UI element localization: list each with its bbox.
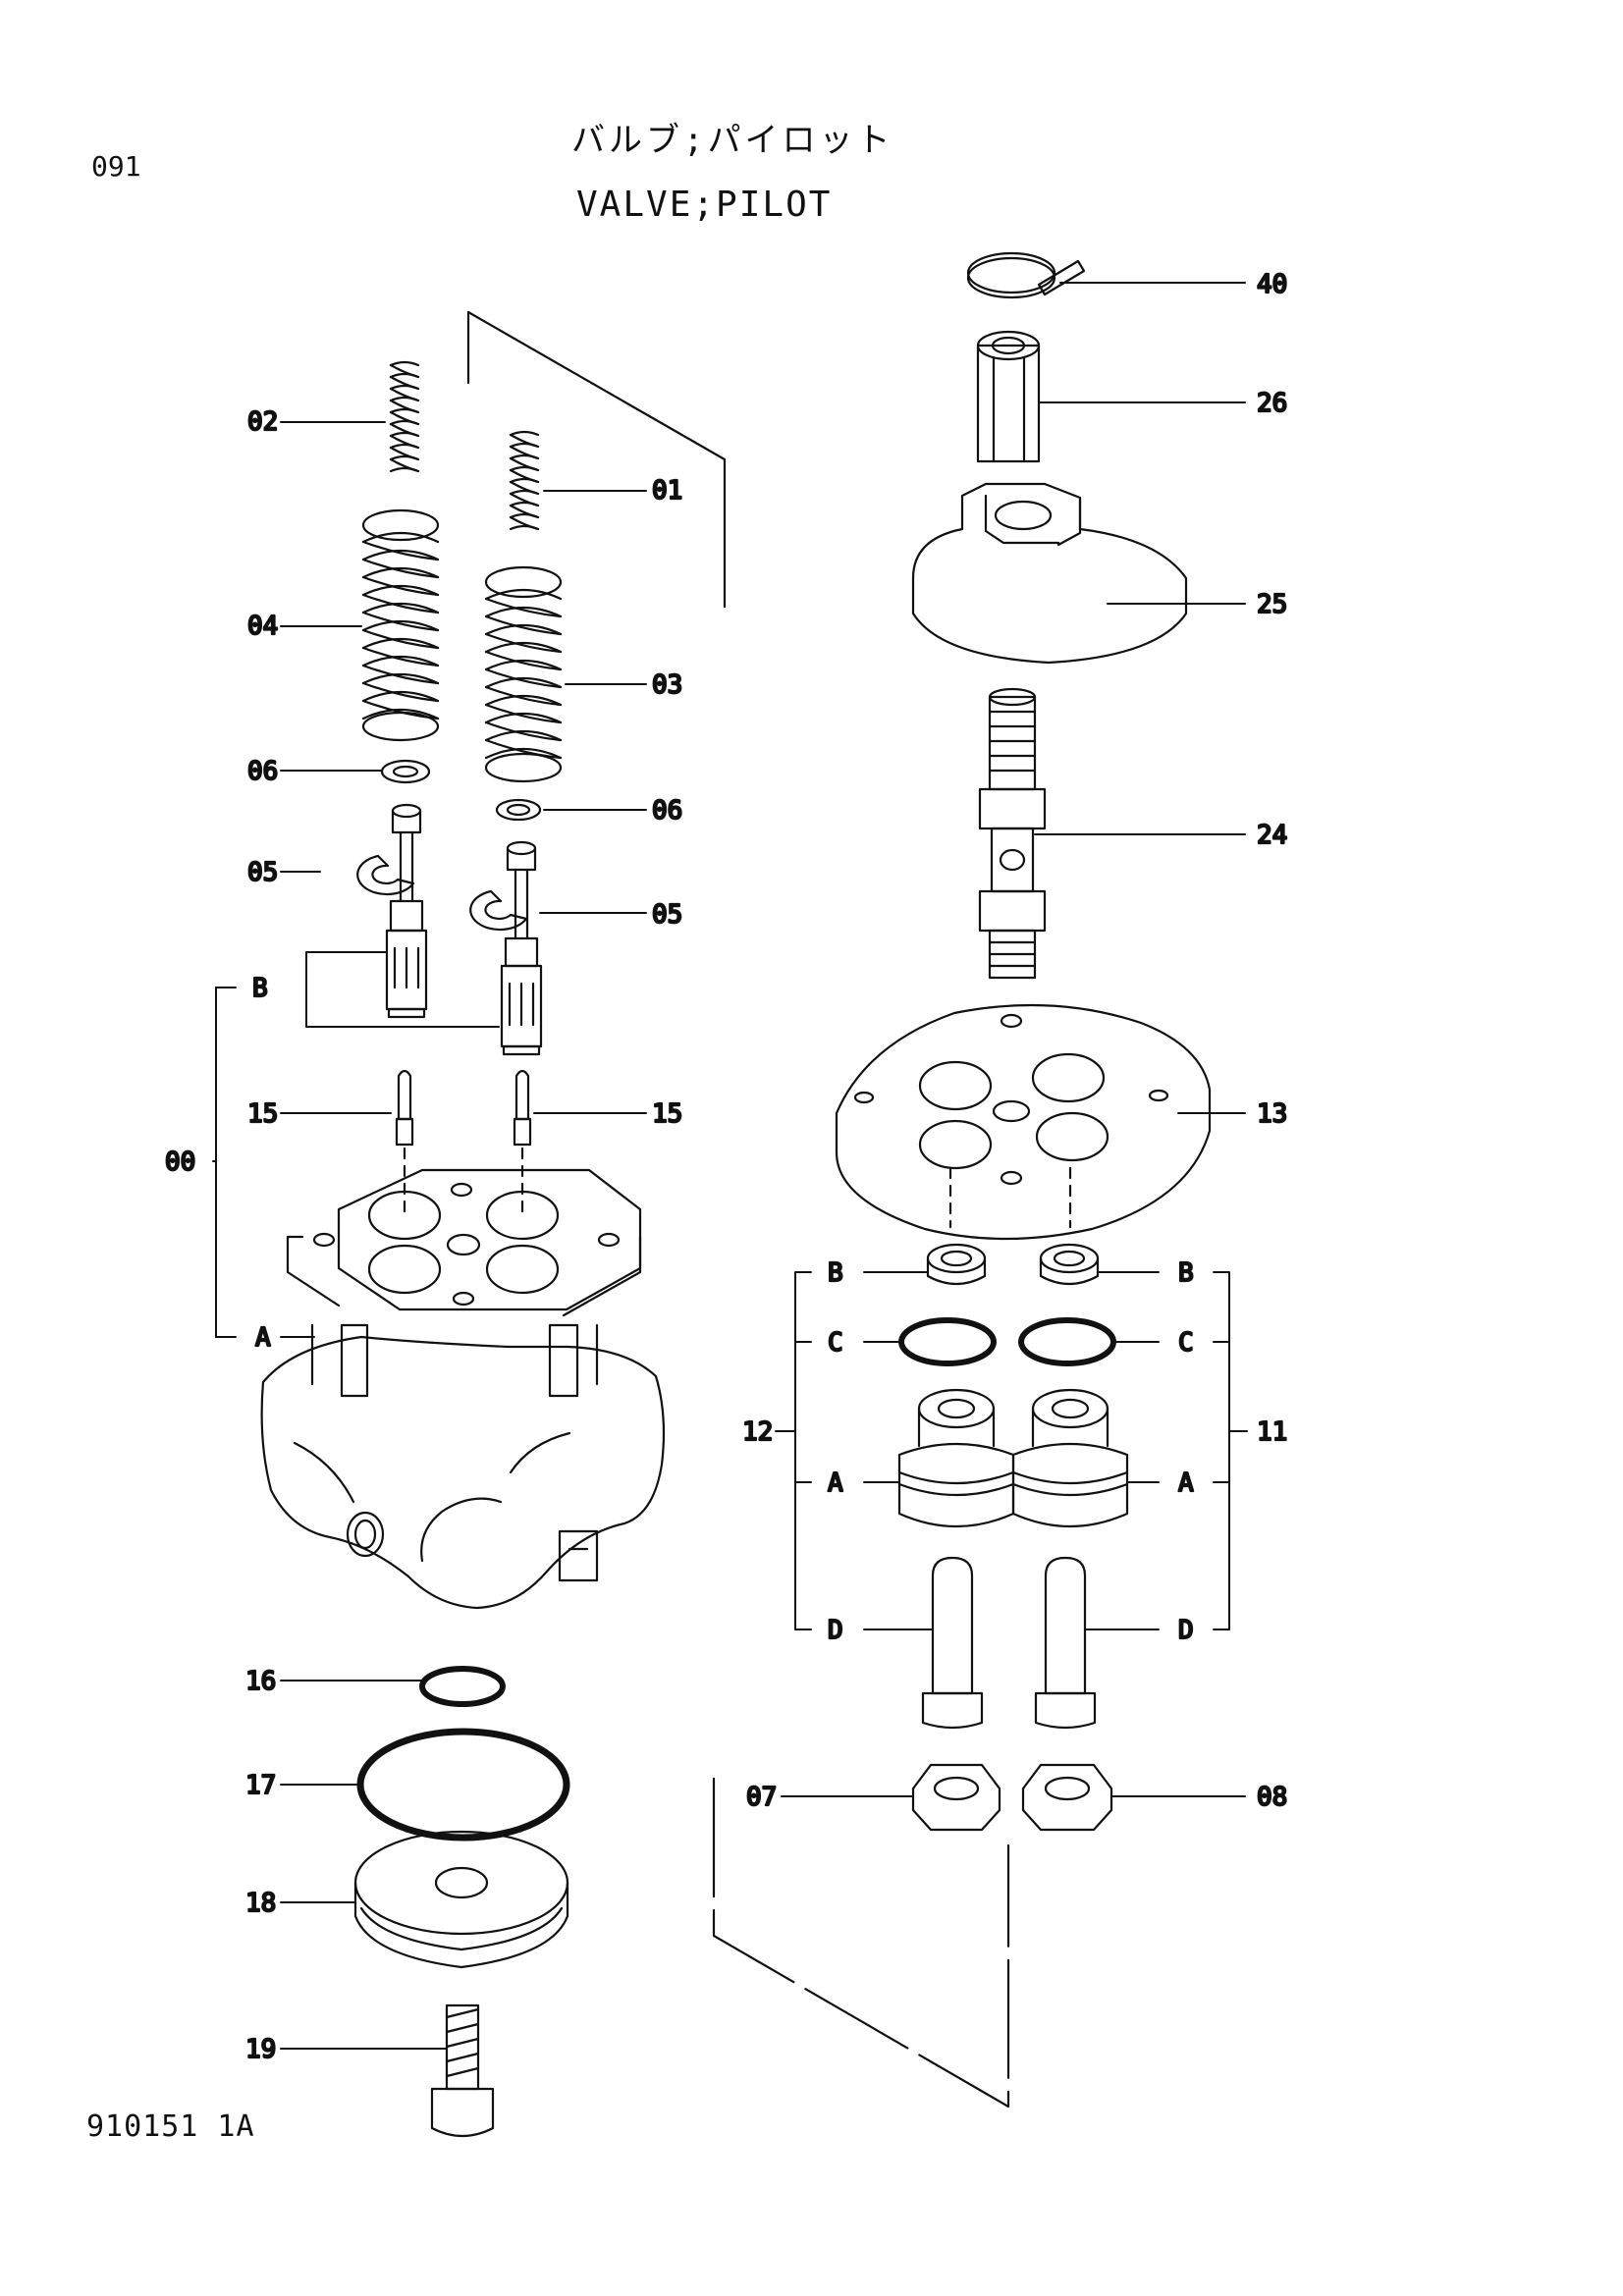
sub-b-right-left: B — [828, 1258, 843, 1288]
plate-alignment-lines — [948, 1166, 1072, 1229]
callout-16: 16 — [245, 1667, 276, 1696]
part-04-large-spring — [361, 508, 440, 742]
part-01-small-spring — [509, 430, 540, 531]
callout-08: 08 — [1257, 1783, 1287, 1812]
spool-left — [385, 803, 428, 1019]
o-ring-c-left — [898, 1317, 997, 1366]
callout-18: 18 — [245, 1889, 276, 1918]
callout-07: 07 — [746, 1783, 777, 1812]
title-english: VALVE;PILOT — [576, 185, 833, 225]
part-15-pin-right — [513, 1069, 532, 1147]
callout-26: 26 — [1257, 389, 1287, 418]
page-code: 091 — [91, 150, 141, 183]
seat-b-right — [1039, 1243, 1100, 1286]
part-08-nut — [1021, 1763, 1113, 1832]
part-17-o-ring — [356, 1728, 570, 1842]
callout-12: 12 — [742, 1417, 773, 1447]
title-japanese: バルブ;パイロット — [571, 121, 894, 160]
callout-06-left: 06 — [247, 757, 278, 786]
sub-d-right: D — [1178, 1616, 1194, 1645]
assembly-alignment-line-bottom — [712, 1777, 1010, 2109]
part-05-retainer-left — [356, 854, 415, 896]
callout-00: 00 — [165, 1148, 195, 1177]
plug-a-right — [1011, 1388, 1129, 1528]
plug-a-left — [897, 1388, 1015, 1528]
callout-01: 01 — [652, 476, 682, 506]
sub-a-right-left: A — [828, 1468, 843, 1498]
part-24-joint-shaft — [978, 687, 1047, 980]
callout-11: 11 — [1257, 1417, 1287, 1447]
part-05-retainer-right — [469, 889, 528, 932]
part-16-o-ring — [419, 1666, 506, 1707]
sub-c-left: C — [828, 1328, 843, 1358]
sub-b-right-right: B — [1178, 1258, 1194, 1288]
sub-d-left: D — [828, 1616, 843, 1645]
callout-25: 25 — [1257, 590, 1287, 619]
part-25-cap — [911, 482, 1188, 665]
seat-b-left — [926, 1243, 987, 1286]
pin-d-right — [1034, 1556, 1097, 1730]
leader-lines — [212, 282, 1248, 2050]
sub-b-left: B — [252, 974, 268, 1003]
callout-13: 13 — [1257, 1099, 1287, 1129]
callout-15-right: 15 — [652, 1099, 682, 1129]
callout-06-right: 06 — [652, 796, 682, 826]
valve-body-casing — [260, 1168, 666, 1610]
callout-17: 17 — [245, 1771, 276, 1800]
part-19-bolt — [430, 2003, 495, 2138]
part-02-small-spring — [389, 360, 420, 473]
part-07-nut — [911, 1763, 1001, 1832]
drawing-number: 910151 1A — [86, 2109, 255, 2144]
part-15-pin-left — [395, 1069, 414, 1147]
sub-c-right: C — [1178, 1328, 1194, 1358]
pin-alignment-lines — [403, 1147, 524, 1219]
spool-right — [500, 840, 543, 1056]
pin-d-left — [921, 1556, 984, 1730]
part-03-large-spring — [484, 565, 563, 783]
part-18-plate — [353, 1830, 569, 1969]
part-06-washer-right — [495, 798, 542, 822]
callout-40: 40 — [1257, 270, 1287, 299]
o-ring-c-right — [1018, 1317, 1116, 1366]
sub-a-left: A — [255, 1323, 271, 1353]
callout-24: 24 — [1257, 821, 1287, 850]
callout-03: 03 — [652, 670, 682, 700]
part-06-washer-left — [380, 759, 431, 784]
callout-15-left: 15 — [247, 1099, 278, 1129]
sub-a-right-right: A — [1178, 1468, 1194, 1498]
callout-02: 02 — [247, 407, 278, 437]
callout-19: 19 — [245, 2035, 276, 2064]
part-13-plate — [835, 1003, 1212, 1241]
assembly-alignment-line-top-diag — [466, 310, 727, 609]
part-26-coupling — [976, 330, 1041, 463]
callout-04: 04 — [247, 612, 278, 641]
callout-05-right: 05 — [652, 900, 682, 930]
callout-05-left: 05 — [247, 858, 278, 887]
part-40-hose-clamp — [966, 251, 1086, 299]
